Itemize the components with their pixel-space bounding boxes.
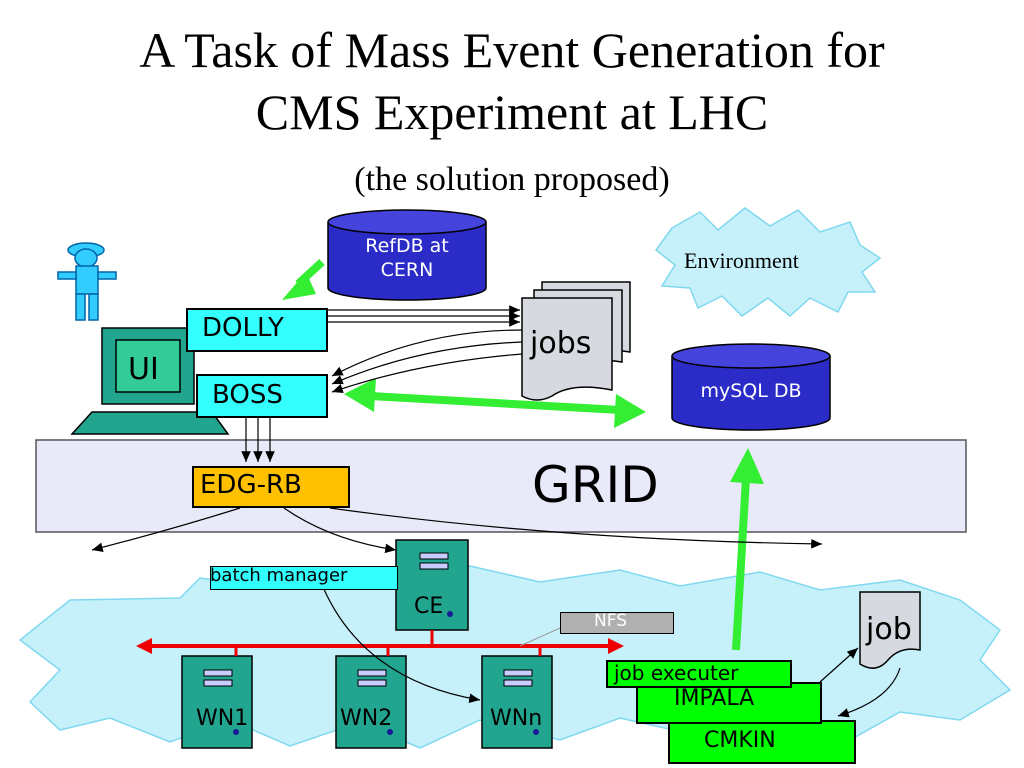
- job-document: [859, 591, 921, 669]
- executer-mysql-arrow: [730, 448, 764, 651]
- refdb-arrow: [282, 259, 325, 300]
- wn2-server: [335, 655, 407, 749]
- boss-box: [196, 374, 328, 418]
- wnn-server: [481, 655, 553, 749]
- title-line-1: A Task of Mass Event Generation for: [139, 22, 885, 78]
- ui-computer: [70, 327, 230, 435]
- wn2-label: WN2: [340, 706, 393, 731]
- jobs-label: jobs: [530, 326, 592, 361]
- grid-label: GRID: [532, 456, 659, 514]
- title-line-3: (the solution proposed): [354, 161, 670, 198]
- wn1-server: [181, 655, 253, 749]
- ui-label: UI: [128, 352, 159, 387]
- batch-manager-box: [210, 566, 398, 590]
- dolly-jobs-arrows: [328, 305, 520, 327]
- batch-manager-label: batch manager: [210, 565, 348, 586]
- job-executer-box: [606, 660, 792, 688]
- user-icon: [57, 242, 117, 321]
- refdb-label: RefDB at CERN: [365, 235, 449, 281]
- refdb-cylinder: [327, 209, 487, 301]
- boss-label: BOSS: [212, 380, 283, 410]
- job-label: job: [866, 612, 912, 647]
- nfs-label: NFS: [594, 611, 627, 631]
- ce-label: CE: [414, 594, 444, 619]
- nfs-connector: [519, 627, 561, 647]
- dolly-label: DOLLY: [202, 313, 284, 343]
- title-line-2: CMS Experiment at LHC: [255, 84, 769, 140]
- grid-band: [35, 439, 967, 533]
- network-line: [136, 630, 624, 656]
- dolly-box: [186, 308, 328, 352]
- wn1-label: WN1: [196, 706, 249, 731]
- cmkin-label: CMKIN: [704, 728, 776, 753]
- edgrb-box: [192, 466, 350, 508]
- nfs-box: [560, 612, 674, 634]
- ce-server: [395, 539, 469, 631]
- boss-edgrb-arrows: [241, 418, 275, 462]
- job-executer-label: job executer: [614, 661, 739, 685]
- edgrb-label: EDG-RB: [200, 470, 302, 500]
- cmkin-box: [668, 720, 856, 764]
- mysql-cylinder: [671, 343, 831, 431]
- boss-mysql-arrow: [344, 378, 646, 428]
- environment-label: Environment: [684, 248, 799, 273]
- jobs-documents: [521, 281, 631, 401]
- mysql-label: mySQL DB: [700, 380, 802, 402]
- edgrb-dispatch-arrows: [91, 507, 901, 718]
- impala-label: IMPALA: [674, 686, 755, 711]
- wnn-label: WNn: [490, 706, 543, 731]
- jobs-boss-arrows: [331, 329, 523, 394]
- environment-cloud: [654, 207, 882, 317]
